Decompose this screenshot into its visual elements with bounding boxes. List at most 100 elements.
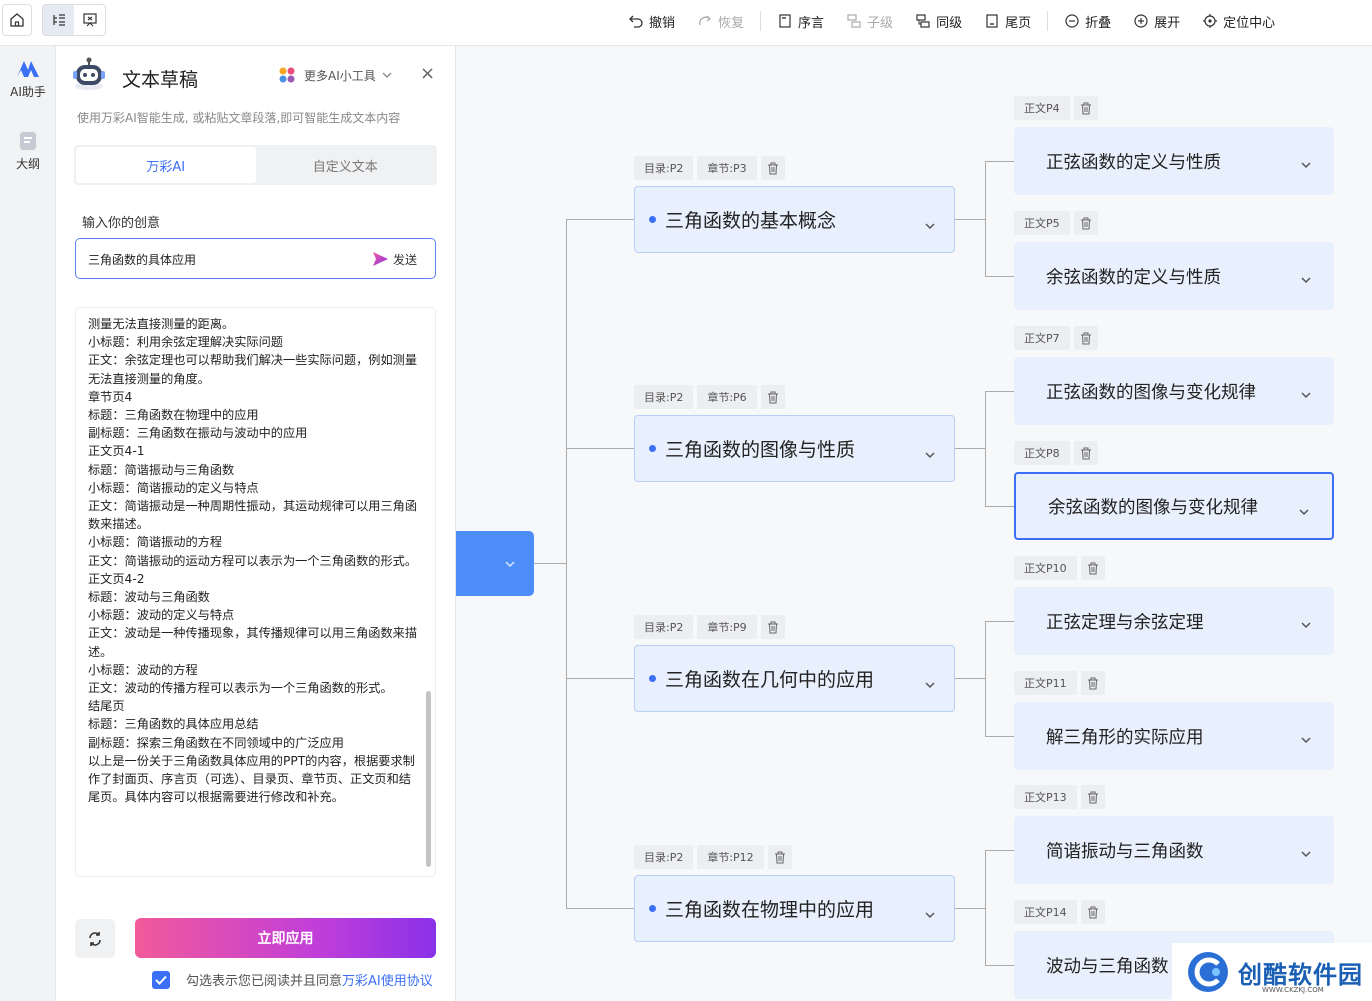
text-line: 正文页4-1 (88, 444, 145, 459)
text-line: 标题：简谐振动与三角函数 (88, 462, 235, 477)
content-node[interactable]: 正弦函数的图像与变化规律 (1014, 357, 1334, 425)
chapter-title: 三角函数的图像与性质 (665, 439, 856, 461)
undo-button[interactable]: 撤销 (628, 12, 675, 31)
chapter-expand-toggle[interactable] (924, 442, 936, 464)
content-expand-toggle[interactable] (1300, 729, 1312, 749)
delete-page-button[interactable] (1073, 96, 1098, 120)
chapter-node[interactable]: 三角函数的图像与性质 (634, 415, 955, 482)
content-page-tags: 正文P4 (1014, 96, 1102, 120)
content-title: 正弦函数的图像与变化规律 (1046, 382, 1256, 403)
text-line: 标题：三角函数在物理中的应用 (88, 408, 259, 423)
toc-page-tag: 目录:P2 (634, 845, 694, 869)
chapter-expand-toggle[interactable] (924, 213, 936, 235)
chapter-expand-toggle[interactable] (924, 672, 936, 694)
content-title: 正弦函数的定义与性质 (1046, 152, 1221, 173)
chevron-down-icon (1301, 737, 1311, 744)
content-node[interactable]: 正弦定理与余弦定理 (1014, 587, 1334, 655)
content-node[interactable]: 余弦函数的图像与变化规律 (1014, 472, 1334, 540)
content-expand-toggle[interactable] (1300, 843, 1312, 863)
idea-input[interactable]: 三角函数的具体应用 发送 (75, 238, 436, 279)
chapter-node[interactable]: 三角函数的基本概念 (634, 186, 955, 253)
delete-chapter-button[interactable] (760, 385, 785, 409)
chevron-down-icon (925, 682, 935, 689)
generated-text-area[interactable]: 测量无法直接测量的距离。小标题：利用余弦定理解决实际问题正文：余弦定理也可以帮助… (75, 307, 436, 877)
text-line: 正文：波动的传播方程可以表示为一个三角函数的形式。 (88, 681, 393, 696)
connector-line (955, 908, 985, 909)
delete-chapter-button[interactable] (760, 615, 785, 639)
sibling-button[interactable]: 同级 (915, 12, 962, 31)
delete-page-button[interactable] (1073, 441, 1098, 465)
expand-button[interactable]: 展开 (1133, 12, 1180, 31)
content-expand-toggle[interactable] (1298, 501, 1310, 521)
text-line: 以上是一份关于三角函数具体应用的PPT的内容，根据要求制作了封面页、序言页（可选… (88, 753, 415, 805)
root-node[interactable] (456, 531, 534, 596)
watermark-logo: 创酷软件园 (1172, 943, 1372, 1001)
content-node[interactable]: 简谐振动与三角函数 (1014, 816, 1334, 884)
regenerate-button[interactable] (75, 919, 115, 958)
apply-now-button[interactable]: 立即应用 (135, 918, 436, 958)
more-ai-tools-dropdown[interactable]: 更多AI小工具 (278, 66, 392, 84)
apps-icon (279, 67, 295, 83)
delete-page-button[interactable] (1080, 785, 1105, 809)
chapter-node[interactable]: 三角函数在物理中的应用 (634, 875, 955, 942)
delete-chapter-button[interactable] (760, 156, 785, 180)
ending-label: 尾页 (1005, 15, 1032, 31)
content-expand-toggle[interactable] (1300, 614, 1312, 634)
content-node[interactable]: 正弦函数的定义与性质 (1014, 127, 1334, 195)
text-line: 测量无法直接测量的距离。 (88, 317, 235, 331)
text-line: 小标题：利用余弦定理解决实际问题 (88, 335, 283, 350)
content-page-tag: 正文P13 (1014, 785, 1077, 809)
content-expand-toggle[interactable] (1300, 384, 1312, 404)
watermark-brand: 创酷软件园 (1238, 960, 1363, 989)
chapter-page-tag: 章节:P9 (697, 615, 757, 639)
ending-button[interactable]: 尾页 (984, 12, 1031, 31)
locate-center-button[interactable]: 定位中心 (1202, 12, 1275, 31)
delete-page-button[interactable] (1080, 900, 1105, 924)
scrollbar[interactable] (426, 691, 431, 867)
home-icon (10, 13, 24, 27)
delete-chapter-button[interactable] (767, 845, 792, 869)
send-label: 发送 (392, 252, 417, 267)
outline-view-button[interactable] (43, 5, 74, 35)
content-node[interactable]: 余弦函数的定义与性质 (1014, 242, 1334, 310)
text-line: 章节页4 (88, 389, 133, 404)
chapter-page-tag: 章节:P6 (697, 385, 757, 409)
chevron-down-icon (505, 560, 515, 567)
outline-icon (52, 14, 65, 26)
nav-ai-assistant[interactable]: AI助手 (0, 58, 56, 100)
chevron-down-icon (1299, 509, 1309, 516)
delete-page-button[interactable] (1080, 556, 1105, 580)
redo-button[interactable]: 恢复 (697, 12, 744, 31)
preface-button[interactable]: 序言 (777, 12, 824, 31)
text-line: 标题：波动与三角函数 (88, 590, 210, 605)
send-button[interactable]: 发送 (371, 250, 417, 268)
tab-custom-text[interactable]: 自定义文本 (312, 159, 378, 175)
tab-wancai-ai[interactable]: 万彩AI (76, 147, 256, 183)
agreement-link[interactable]: 万彩AI使用协议 (342, 974, 433, 989)
content-page-tag: 正文P5 (1014, 211, 1070, 235)
chapter-node[interactable]: 三角函数在几何中的应用 (634, 645, 955, 712)
expand-label: 展开 (1154, 15, 1181, 31)
close-icon[interactable]: × (420, 63, 436, 84)
delete-page-button[interactable] (1080, 671, 1105, 695)
collapse-button[interactable]: 折叠 (1064, 12, 1111, 31)
content-expand-toggle[interactable] (1300, 154, 1312, 174)
content-expand-toggle[interactable] (1300, 269, 1312, 289)
content-node[interactable]: 解三角形的实际应用 (1014, 702, 1334, 770)
nav-outline[interactable]: 大纲 (0, 130, 56, 172)
trash-icon (1087, 677, 1098, 689)
text-line: 标题：三角函数的具体应用总结 (88, 717, 259, 732)
trash-icon (767, 391, 778, 403)
redo-icon (699, 15, 712, 26)
agreement-checkbox[interactable] (152, 970, 170, 989)
more-ai-tools-label: 更多AI小工具 (304, 68, 376, 83)
home-button[interactable] (2, 4, 32, 36)
delete-page-button[interactable] (1073, 326, 1098, 350)
content-page-tag: 正文P4 (1014, 96, 1070, 120)
chapter-expand-toggle[interactable] (924, 902, 936, 924)
presentation-view-button[interactable] (74, 5, 105, 35)
delete-page-button[interactable] (1073, 211, 1098, 235)
child-button[interactable]: 子级 (846, 12, 893, 31)
